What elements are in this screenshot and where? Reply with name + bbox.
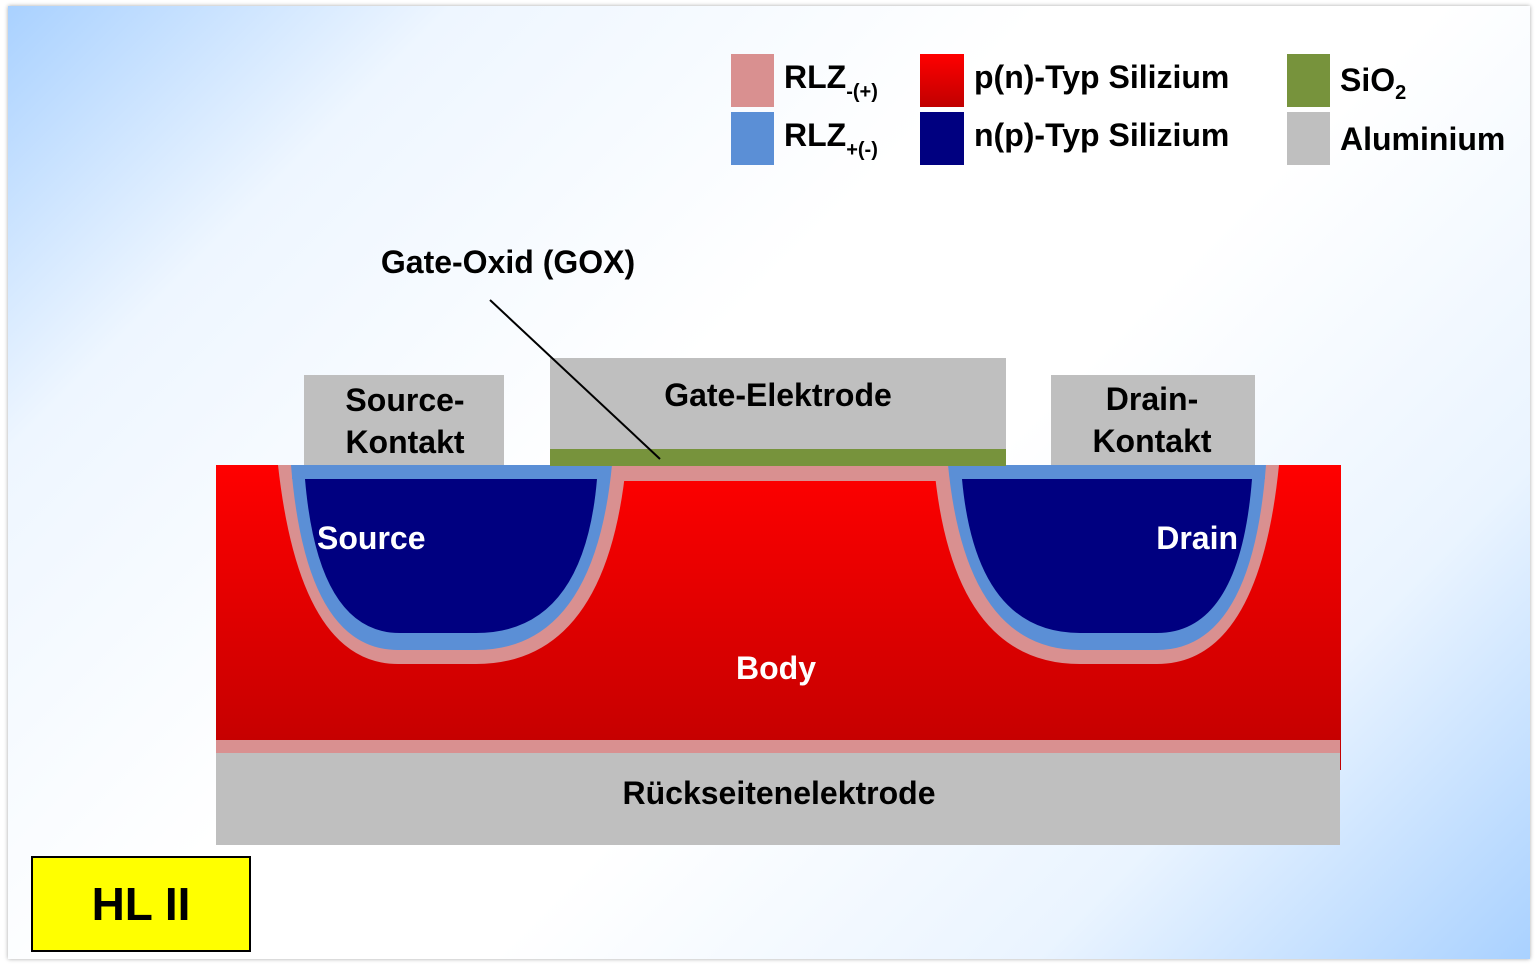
drain-label: Drain bbox=[1156, 520, 1238, 556]
source-contact-label-line2: Kontakt bbox=[345, 424, 464, 460]
gate-oxide-label: Gate-Oxid (GOX) bbox=[381, 244, 635, 280]
hl-badge: HL II bbox=[31, 856, 251, 952]
gate-oxide-pointer-line bbox=[489, 299, 661, 460]
legend-label-sio2: SiO2 bbox=[1340, 62, 1406, 104]
source-label: Source bbox=[317, 520, 425, 556]
legend-label-rlz-neg: RLZ-(+) bbox=[784, 59, 878, 103]
gate-electrode bbox=[550, 358, 1006, 449]
legend-swatch-rlz-neg bbox=[731, 54, 774, 107]
back-electrode-label: Rückseitenelektrode bbox=[622, 775, 935, 811]
gate-oxide bbox=[550, 449, 1006, 466]
body-label: Body bbox=[736, 650, 816, 686]
legend-label-p-si: p(n)-Typ Silizium bbox=[974, 59, 1229, 95]
drain-contact-label-line2: Kontakt bbox=[1092, 423, 1211, 459]
legend-swatch-alu bbox=[1287, 112, 1330, 165]
legend-swatch-n-si bbox=[920, 112, 964, 165]
back-depletion-layer bbox=[216, 740, 1340, 756]
legend-swatch-rlz-pos bbox=[731, 112, 774, 165]
legend-label-rlz-pos: RLZ+(-) bbox=[784, 117, 878, 161]
source-contact-label-line1: Source- bbox=[345, 382, 464, 418]
gate-electrode-label: Gate-Elektrode bbox=[664, 377, 892, 413]
drain-contact bbox=[1051, 375, 1255, 465]
drain-contact-label-line1: Drain- bbox=[1106, 381, 1198, 417]
mosfet-cross-section-diagram: Gate-Oxid (GOX) Gate-Elektrode Source- K… bbox=[216, 54, 1505, 845]
drain-gate-overlap bbox=[955, 465, 1006, 479]
source-contact-strip bbox=[292, 465, 504, 479]
drain-region bbox=[962, 479, 1252, 633]
legend-swatch-p-si bbox=[920, 54, 964, 107]
source-contact bbox=[304, 375, 504, 465]
drain-contact-strip bbox=[1051, 465, 1265, 479]
source-region bbox=[305, 479, 597, 633]
legend-swatch-sio2 bbox=[1287, 54, 1330, 107]
slide-background: Gate-Oxid (GOX) Gate-Elektrode Source- K… bbox=[8, 6, 1530, 959]
legend-label-n-si: n(p)-Typ Silizium bbox=[974, 117, 1229, 153]
legend-label-alu: Aluminium bbox=[1340, 121, 1505, 157]
source-gate-overlap bbox=[550, 465, 598, 479]
back-electrode bbox=[216, 753, 1340, 845]
legend: RLZ-(+) RLZ+(-) p(n)-Typ Silizium n(p)-T… bbox=[731, 54, 1505, 165]
channel-depletion-layer bbox=[550, 465, 1006, 481]
